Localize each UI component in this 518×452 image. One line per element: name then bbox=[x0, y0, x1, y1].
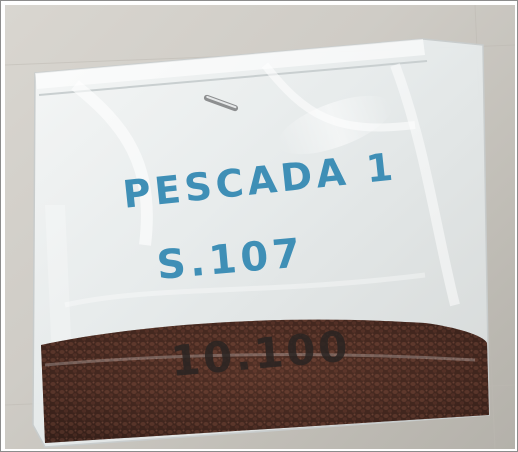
zip-seal bbox=[35, 39, 425, 89]
staple bbox=[203, 94, 239, 112]
photo: PESCADA 1 S.107 10.100 bbox=[5, 5, 515, 449]
photo-scene bbox=[5, 5, 515, 449]
